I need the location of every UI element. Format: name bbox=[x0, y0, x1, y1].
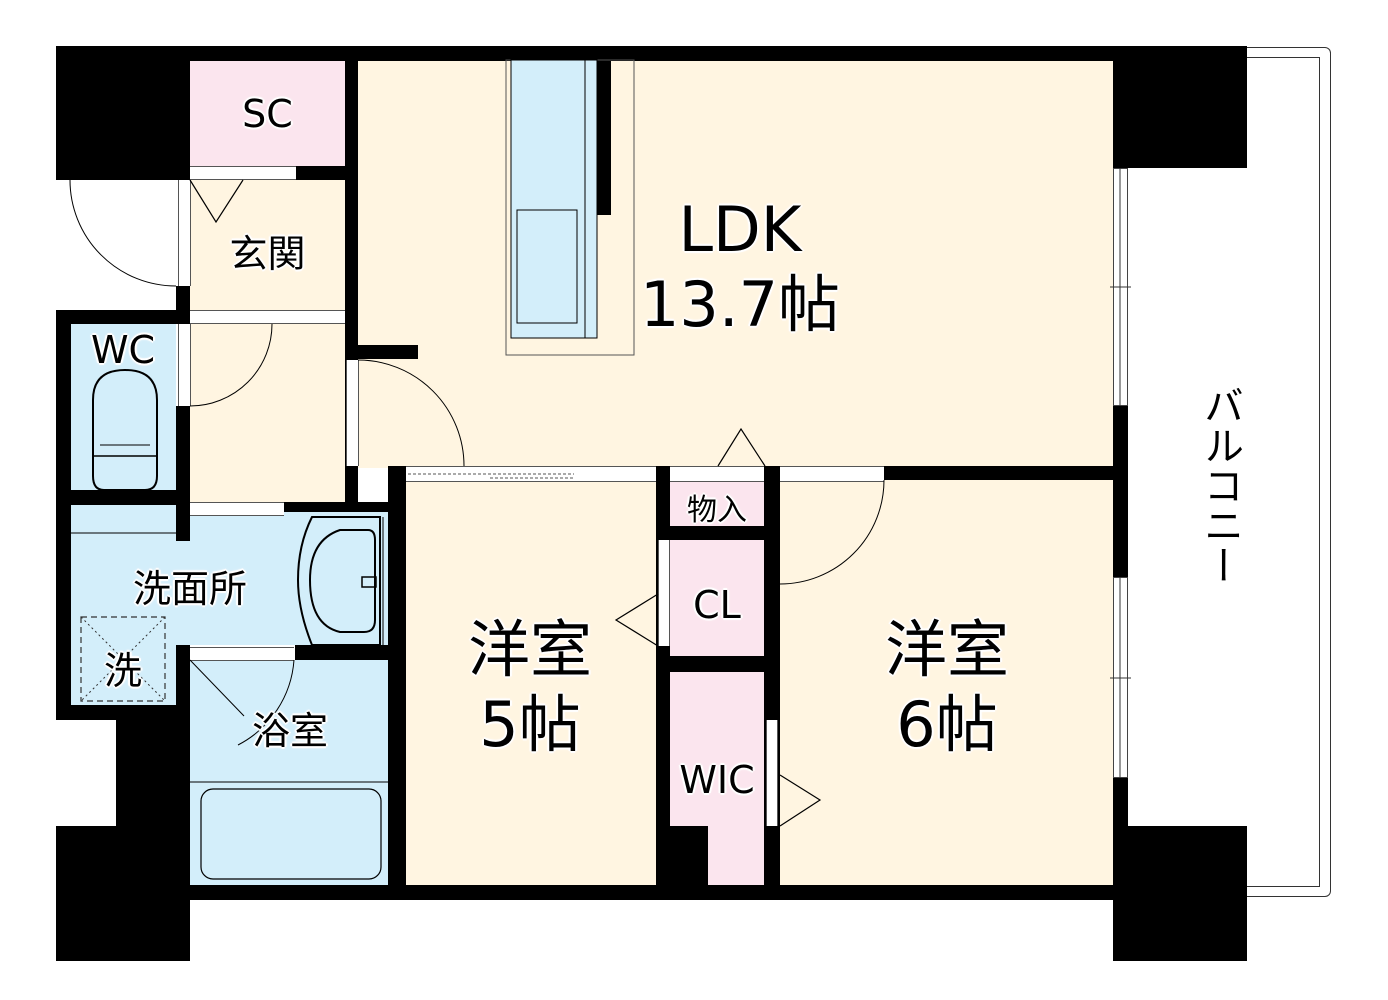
label-yoshitsu5-size: 5帖 bbox=[479, 688, 581, 761]
pillar-bottom-right bbox=[1113, 826, 1247, 961]
balcony-inner-line bbox=[1246, 57, 1320, 887]
pillar-bottom-left bbox=[56, 826, 190, 961]
wall-left-bottom-step bbox=[56, 705, 190, 720]
wall-sc-genkan bbox=[296, 166, 358, 180]
label-cl: CL bbox=[693, 583, 741, 627]
wall-wc-right bbox=[176, 406, 190, 541]
label-yoshitsu5: 洋室 bbox=[467, 613, 592, 686]
room-washer-area bbox=[70, 640, 176, 706]
balcony-railing bbox=[1246, 47, 1331, 897]
wall-bath-top bbox=[295, 645, 406, 660]
bath-door-frame[interactable] bbox=[190, 647, 294, 661]
wall-ldk-stub bbox=[358, 345, 418, 359]
wall-wic-notch bbox=[670, 826, 708, 886]
room-sc bbox=[190, 60, 345, 166]
room-senmenjo bbox=[70, 505, 388, 645]
senmenjo-door[interactable] bbox=[190, 502, 284, 516]
genkan-door-frame bbox=[190, 166, 296, 180]
label-balcony: バルコニー bbox=[1197, 385, 1243, 585]
room-mono-ire bbox=[670, 480, 764, 526]
wall-wc-bottom bbox=[56, 490, 190, 505]
wall-kitchen-partition bbox=[597, 60, 611, 215]
hall-door-frame bbox=[190, 310, 345, 324]
monoire-door[interactable] bbox=[670, 466, 764, 482]
wall-ldk-bottom-right bbox=[884, 466, 1128, 480]
room-ldk bbox=[358, 60, 1114, 468]
wall-right-ldk bbox=[1113, 405, 1128, 580]
wall-hall-bottom bbox=[284, 502, 404, 512]
wc-door-frame[interactable] bbox=[178, 324, 191, 406]
label-wic: WIC bbox=[679, 758, 755, 802]
wall-right-6 bbox=[1113, 777, 1128, 837]
room-yoshitsu-5 bbox=[406, 480, 656, 885]
wall-genkan-left bbox=[176, 286, 190, 322]
label-yoshitsu6: 洋室 bbox=[884, 613, 1009, 686]
label-ldk: LDK bbox=[678, 193, 802, 266]
label-mono-ire: 物入 bbox=[687, 493, 747, 528]
label-wc: WC bbox=[90, 328, 156, 372]
label-senmenjo: 洗面所 bbox=[132, 567, 247, 611]
wall-wc-top bbox=[56, 310, 190, 324]
room-yoshitsu-6 bbox=[780, 480, 1114, 885]
pillar-top-left bbox=[56, 46, 190, 180]
wic-door[interactable] bbox=[766, 720, 778, 826]
entry-door-frame[interactable] bbox=[178, 180, 191, 286]
wall-cl-bottom bbox=[656, 656, 780, 672]
wall-5-left bbox=[388, 466, 406, 900]
wall-bottom bbox=[176, 885, 1126, 900]
pillar-top-right bbox=[1113, 46, 1247, 168]
label-ldk-size: 13.7帖 bbox=[639, 268, 841, 341]
ldk-door-frame[interactable] bbox=[346, 360, 359, 466]
wall-bath-left bbox=[176, 645, 190, 900]
wall-monoire-bottom bbox=[656, 526, 780, 540]
room-wc bbox=[70, 324, 176, 490]
label-yokushitsu: 浴室 bbox=[251, 709, 328, 753]
label-sc: SC bbox=[242, 92, 293, 136]
label-yoshitsu6-size: 6帖 bbox=[896, 688, 998, 761]
room-cl bbox=[670, 540, 764, 656]
label-genkan: 玄関 bbox=[229, 232, 306, 276]
yoshitsu6-door-frame[interactable] bbox=[780, 466, 884, 482]
wall-left-wc bbox=[56, 310, 71, 720]
cl-door[interactable] bbox=[658, 540, 670, 646]
room-genkan bbox=[190, 180, 345, 310]
room-yokushitsu bbox=[190, 660, 388, 886]
label-washer: 洗 bbox=[103, 649, 142, 693]
